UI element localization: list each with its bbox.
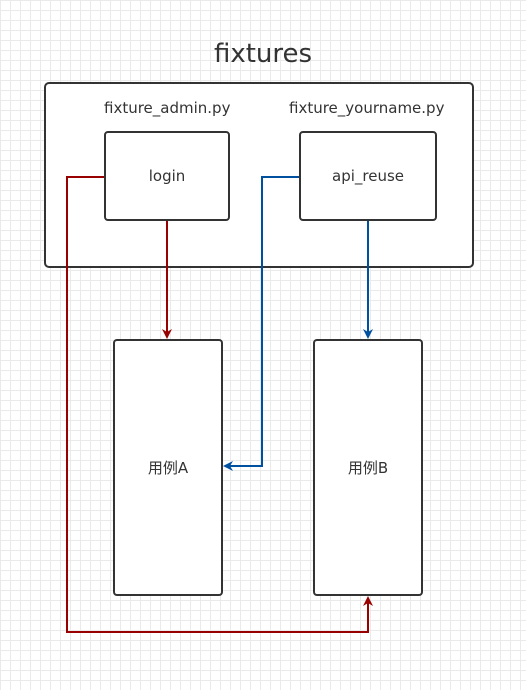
node-login-label: login: [148, 167, 186, 185]
diagram-title: fixtures: [213, 39, 313, 69]
node-case-b[interactable]: 用例B: [313, 339, 423, 596]
node-api-reuse[interactable]: api_reuse: [299, 131, 437, 221]
file-label-admin: fixture_admin.py: [104, 99, 231, 117]
node-case-a-label: 用例A: [147, 459, 189, 477]
node-case-a[interactable]: 用例A: [113, 339, 223, 596]
node-api-reuse-label: api_reuse: [332, 167, 404, 185]
node-login[interactable]: login: [104, 131, 230, 221]
file-label-yourname: fixture_yourname.py: [289, 99, 445, 117]
node-case-b-label: 用例B: [347, 459, 389, 477]
